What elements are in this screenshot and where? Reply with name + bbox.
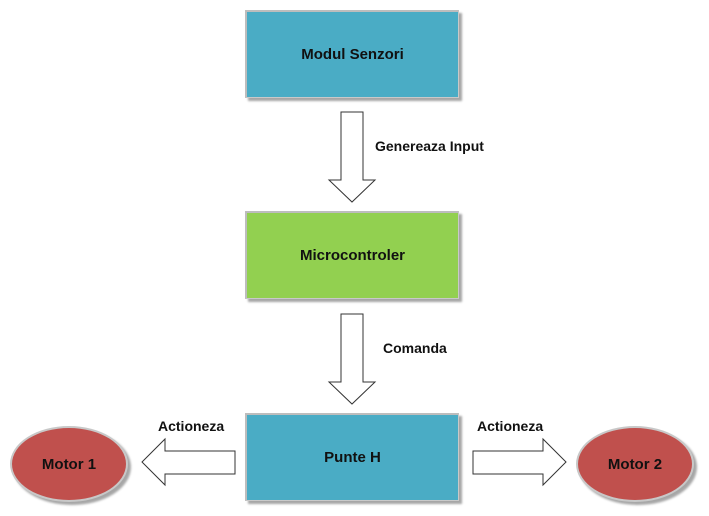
microcontroller-label: Microcontroler — [299, 247, 405, 264]
edge-label-actuate-left: Actioneza — [158, 418, 225, 434]
edge-label-command: Comanda — [383, 340, 447, 356]
microcontroller-block: Microcontroler — [245, 211, 459, 299]
motor-2-ellipse: Motor 2 — [576, 426, 694, 502]
arrow-left-hbridge-to-motor1 — [141, 437, 236, 487]
sensor-module-label: Modul Senzori — [301, 46, 404, 63]
motor-1-ellipse: Motor 1 — [10, 426, 128, 502]
h-bridge-block: Punte H — [245, 413, 459, 501]
edge-label-actuate-right: Actioneza — [477, 418, 544, 434]
arrow-right-hbridge-to-motor2 — [472, 437, 567, 487]
edge-label-generate-input: Genereaza Input — [375, 138, 484, 154]
motor-2-label: Motor 2 — [607, 455, 663, 473]
sensor-module-block: Modul Senzori — [245, 10, 459, 98]
arrow-down-sensor-to-mcu — [327, 111, 377, 203]
h-bridge-label: Punte H — [324, 449, 381, 466]
motor-1-label: Motor 1 — [41, 455, 97, 473]
arrow-down-mcu-to-hbridge — [327, 313, 377, 405]
